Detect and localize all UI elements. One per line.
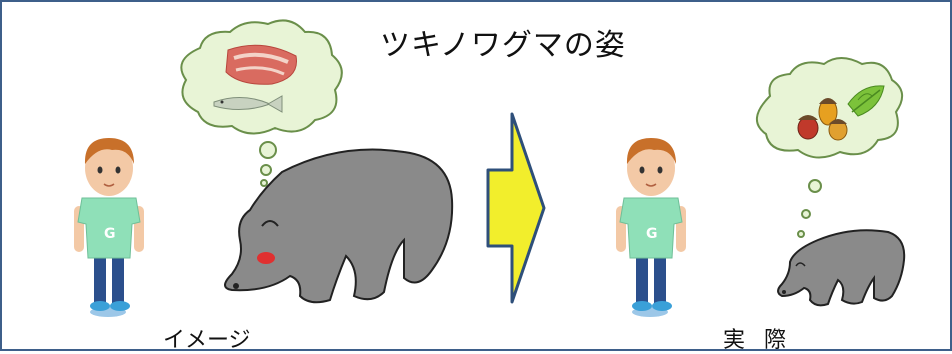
bear-mouth	[257, 252, 275, 264]
meat-icon	[225, 44, 297, 85]
boy-left: G	[74, 138, 144, 317]
boy-right: G	[616, 138, 686, 317]
thought-bubble-left	[180, 19, 343, 187]
bear-small	[777, 229, 906, 307]
diagram-title: ツキノワグマの姿	[380, 28, 626, 63]
thought-bubble-right	[756, 57, 903, 238]
acorn-icon	[797, 98, 848, 141]
bear-nose	[233, 283, 239, 289]
label-image: イメージ	[163, 328, 251, 353]
label-actual: 実 際	[723, 328, 792, 353]
transition-arrow	[486, 112, 546, 304]
fish-icon	[213, 95, 283, 113]
bear-ear	[261, 220, 279, 227]
svg-text:G: G	[646, 226, 658, 242]
svg-text:G: G	[104, 226, 116, 242]
leaf-icon	[847, 85, 885, 117]
bear-large	[224, 148, 454, 304]
